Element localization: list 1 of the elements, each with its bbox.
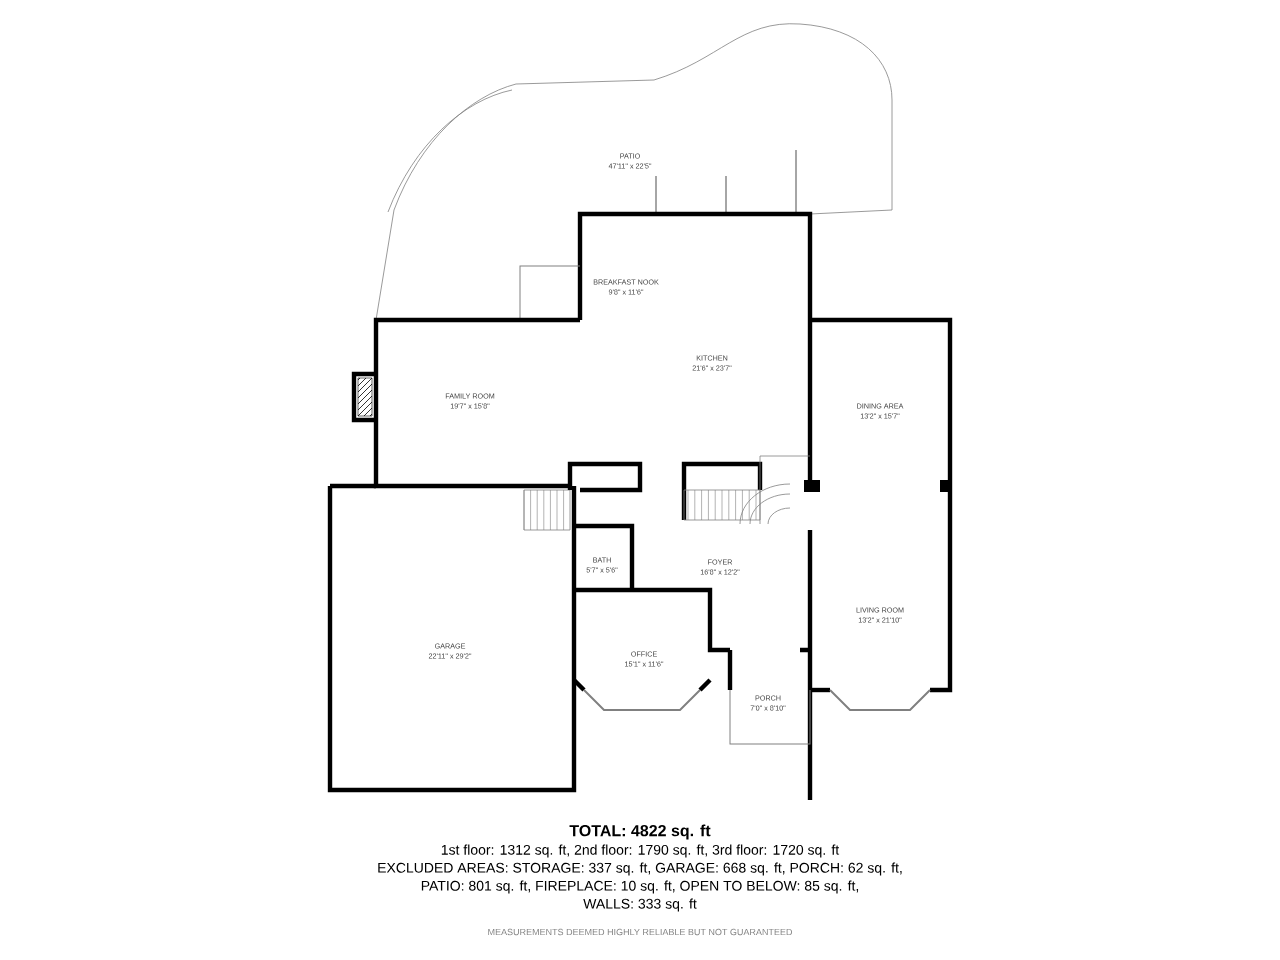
total-area: TOTAL: 4822 sq. ft <box>569 824 711 840</box>
